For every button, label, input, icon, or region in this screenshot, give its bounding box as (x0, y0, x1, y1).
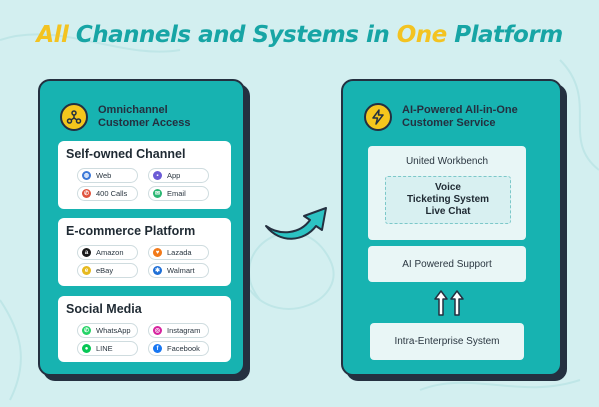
social-media-title: Social Media (66, 302, 142, 316)
chip-walmart: ✱Walmart (148, 263, 209, 278)
ai-powered-support-box: AI Powered Support (368, 246, 526, 282)
amazon-icon: a (82, 248, 91, 257)
module-live-chat: Live Chat (425, 206, 471, 217)
chip-email: ✉Email (148, 186, 209, 201)
facebook-icon: f (153, 344, 162, 353)
omnichannel-header: Omnichannel Customer Access (60, 103, 208, 131)
ai-service-title: AI-Powered All-in-One Customer Service (402, 104, 518, 129)
globe-icon: ◍ (82, 171, 91, 180)
ecommerce-platform-title: E-commerce Platform (66, 224, 196, 238)
title-all: All (36, 22, 69, 48)
chip-lazada: ♥Lazada (148, 245, 209, 260)
phone-icon: ✆ (82, 189, 91, 198)
module-voice: Voice (435, 182, 461, 193)
omnichannel-title: Omnichannel Customer Access (98, 104, 191, 129)
chip-instagram: ◎Instagram (148, 323, 209, 338)
network-nodes-icon (60, 103, 88, 131)
self-owned-channel-title: Self-owned Channel (66, 147, 186, 161)
intra-enterprise-system-box: Intra-Enterprise System (370, 323, 524, 360)
instagram-icon: ◎ (153, 326, 162, 335)
workbench-modules: Voice Ticketing System Live Chat (385, 176, 511, 224)
united-workbench-label: United Workbench (405, 156, 489, 167)
lightning-icon (364, 103, 392, 131)
ebay-icon: e (82, 266, 91, 275)
chip-app: ▪App (148, 168, 209, 183)
ai-service-header: AI-Powered All-in-One Customer Service (364, 103, 532, 131)
chip-400-calls: ✆400 Calls (77, 186, 138, 201)
chip-line: ●LINE (77, 341, 138, 356)
lazada-icon: ♥ (153, 248, 162, 257)
module-ticketing-system: Ticketing System (406, 194, 490, 205)
title-one: One (396, 22, 448, 48)
title-platform: Platform (446, 22, 563, 48)
chip-web: ◍Web (77, 168, 138, 183)
flow-arrow-icon (265, 207, 327, 240)
double-up-arrow-icon (434, 290, 464, 316)
united-workbench-box: United Workbench Voice Ticketing System … (368, 146, 526, 240)
email-icon: ✉ (153, 189, 162, 198)
line-icon: ● (82, 344, 91, 353)
walmart-icon: ✱ (153, 266, 162, 275)
page-title: All Channels and Systems in One Platform (0, 22, 599, 48)
whatsapp-icon: ✆ (82, 326, 91, 335)
title-channels: Channels and Systems in (68, 22, 397, 48)
app-icon: ▪ (153, 171, 162, 180)
chip-whatsapp: ✆WhatsApp (77, 323, 138, 338)
